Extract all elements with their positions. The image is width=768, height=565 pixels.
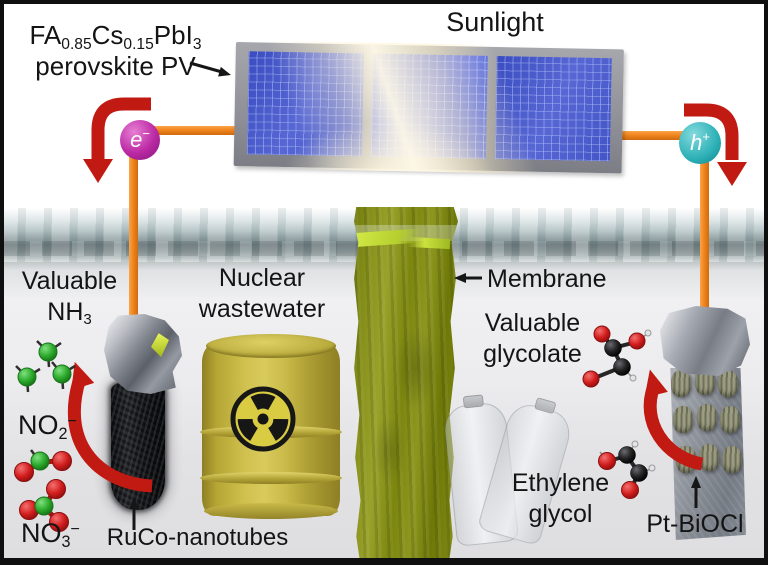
wire-right-horizontal	[604, 131, 690, 140]
ion-exchange-membrane	[354, 207, 458, 565]
barrel-lid	[206, 334, 336, 358]
nuclear-waste-barrel	[200, 334, 342, 519]
valuable-glycolate-label: Valuable glycolate	[483, 309, 582, 368]
electron-sphere-icon: e−	[120, 120, 160, 160]
valuable-nh3-label: Valuable NH3	[21, 267, 118, 329]
hole-symbol: h	[690, 130, 703, 155]
wire-left-horizontal	[146, 126, 246, 135]
ethylene-glycol-label: Ethylene glycol	[511, 469, 610, 528]
pv-formula-line1: FA0.85Cs0.15PbI3	[29, 20, 202, 54]
pt-particle	[673, 406, 693, 433]
pt-particle	[671, 370, 691, 397]
membrane-label: Membrane	[487, 265, 607, 293]
perovskite-solar-panel	[231, 39, 626, 176]
wire-left-vertical	[129, 140, 138, 318]
radiation-trefoil-icon	[230, 386, 296, 452]
pt-particle	[697, 404, 717, 431]
pt-particle	[720, 406, 740, 433]
ruco-nanotube-electrode	[111, 380, 165, 510]
pt-particle	[676, 446, 696, 473]
barrel-bottom-rim	[204, 503, 338, 519]
pt-biocl-label: Pt-BiOCl	[646, 510, 744, 538]
pv-formula-line2: perovskite PV	[35, 50, 196, 81]
nuclear-wastewater-label: Nuclear wastewater	[198, 264, 326, 323]
nitrite-label: NO2−	[18, 410, 77, 444]
sunbeam	[231, 39, 626, 176]
hole-sphere-icon: h+	[679, 122, 721, 164]
electron-charge: −	[142, 125, 150, 141]
pv-formula-label: FA0.85Cs0.15PbI3 perovskite PV	[8, 20, 223, 81]
barrel-rib	[200, 472, 342, 484]
electron-symbol: e	[130, 127, 143, 152]
nitrate-label: NO3−	[21, 518, 80, 552]
wire-right-vertical	[700, 152, 709, 310]
sunlight-label: Sunlight	[446, 7, 544, 37]
anode-clamp	[660, 306, 750, 376]
ruco-nanotubes-label: RuCo-nanotubes	[106, 524, 289, 551]
pt-particle	[718, 370, 738, 397]
membrane-highlight	[407, 236, 451, 250]
pt-particle	[722, 446, 742, 473]
hole-charge: +	[702, 128, 710, 144]
pt-particle	[699, 444, 719, 471]
bottle-cap	[462, 394, 484, 409]
